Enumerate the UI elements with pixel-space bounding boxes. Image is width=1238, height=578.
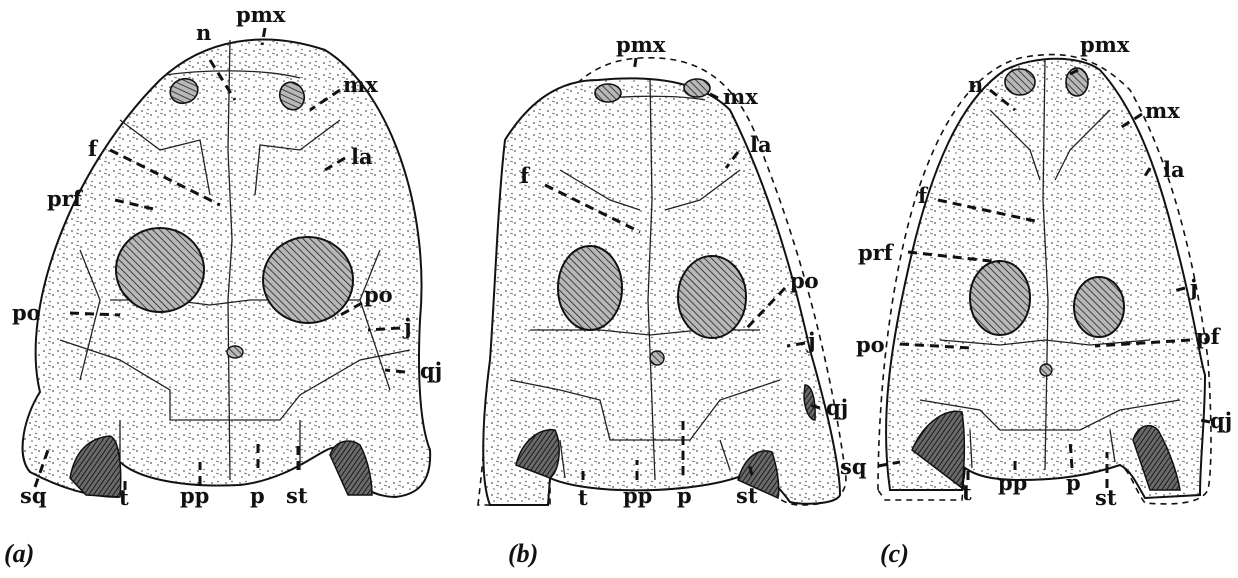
naris-icon: [684, 79, 710, 97]
label-la: la: [351, 144, 373, 169]
bone-texture: [23, 40, 431, 497]
label-la: la: [750, 132, 772, 157]
label-st: st: [286, 483, 308, 508]
label-pmx: pmx: [1080, 32, 1130, 57]
orbit-icon: [263, 237, 353, 323]
label-t: t: [119, 485, 129, 510]
label-j: j: [1188, 275, 1198, 300]
label-la: la: [1163, 157, 1185, 182]
panel-label-c: (c): [880, 539, 909, 568]
label-qj: qj: [420, 358, 442, 383]
orbit-icon: [558, 246, 622, 330]
label-pmx: pmx: [236, 2, 286, 27]
label-mx: mx: [723, 84, 758, 109]
label-pp: pp: [998, 470, 1027, 495]
label-p: p: [677, 483, 692, 508]
naris-icon: [1066, 68, 1088, 96]
label-prf: prf: [858, 240, 895, 265]
label-t: t: [578, 485, 588, 510]
label-t: t: [962, 480, 972, 505]
label-mx: mx: [343, 72, 378, 97]
label-st: st: [1095, 485, 1117, 510]
pineal-foramen-icon: [227, 346, 243, 358]
label-p: p: [250, 483, 265, 508]
label-prf: prf: [47, 186, 84, 211]
label-pf: pf: [1196, 324, 1222, 349]
naris-icon: [595, 84, 621, 102]
label-qj: qj: [1210, 408, 1232, 433]
label-p: p: [1066, 470, 1081, 495]
label-po: po: [790, 268, 819, 293]
orbit-icon: [1074, 277, 1124, 337]
label-pmx: pmx: [616, 32, 666, 57]
skull-panel-c: pmx n mx la f prf j po pf qj sq t pp p s…: [840, 32, 1232, 568]
label-sq: sq: [840, 454, 867, 479]
label-n: n: [968, 72, 983, 97]
label-sq: sq: [20, 483, 47, 508]
label-qj: qj: [826, 395, 848, 420]
orbit-icon: [970, 261, 1030, 335]
skull-panel-b: pmx mx la f po j qj t pp p st (b): [478, 32, 848, 568]
label-pp: pp: [623, 483, 652, 508]
label-mx: mx: [1145, 98, 1180, 123]
label-f: f: [88, 136, 99, 161]
panel-label-b: (b): [508, 539, 538, 568]
orbit-icon: [678, 256, 746, 338]
label-po: po: [12, 300, 41, 325]
label-po: po: [364, 282, 393, 307]
panel-label-a: (a): [4, 539, 34, 568]
orbit-icon: [116, 228, 204, 312]
label-j: j: [402, 314, 412, 339]
skull-panel-a: n pmx mx f la prf po po j qj sq t pp p s…: [4, 2, 442, 568]
label-st: st: [736, 483, 758, 508]
label-n: n: [196, 20, 211, 45]
pineal-foramen-icon: [650, 351, 664, 365]
label-po: po: [856, 332, 885, 357]
label-pp: pp: [180, 483, 209, 508]
label-j: j: [806, 328, 816, 353]
naris-icon: [1005, 69, 1035, 95]
pineal-foramen-icon: [1040, 364, 1052, 376]
